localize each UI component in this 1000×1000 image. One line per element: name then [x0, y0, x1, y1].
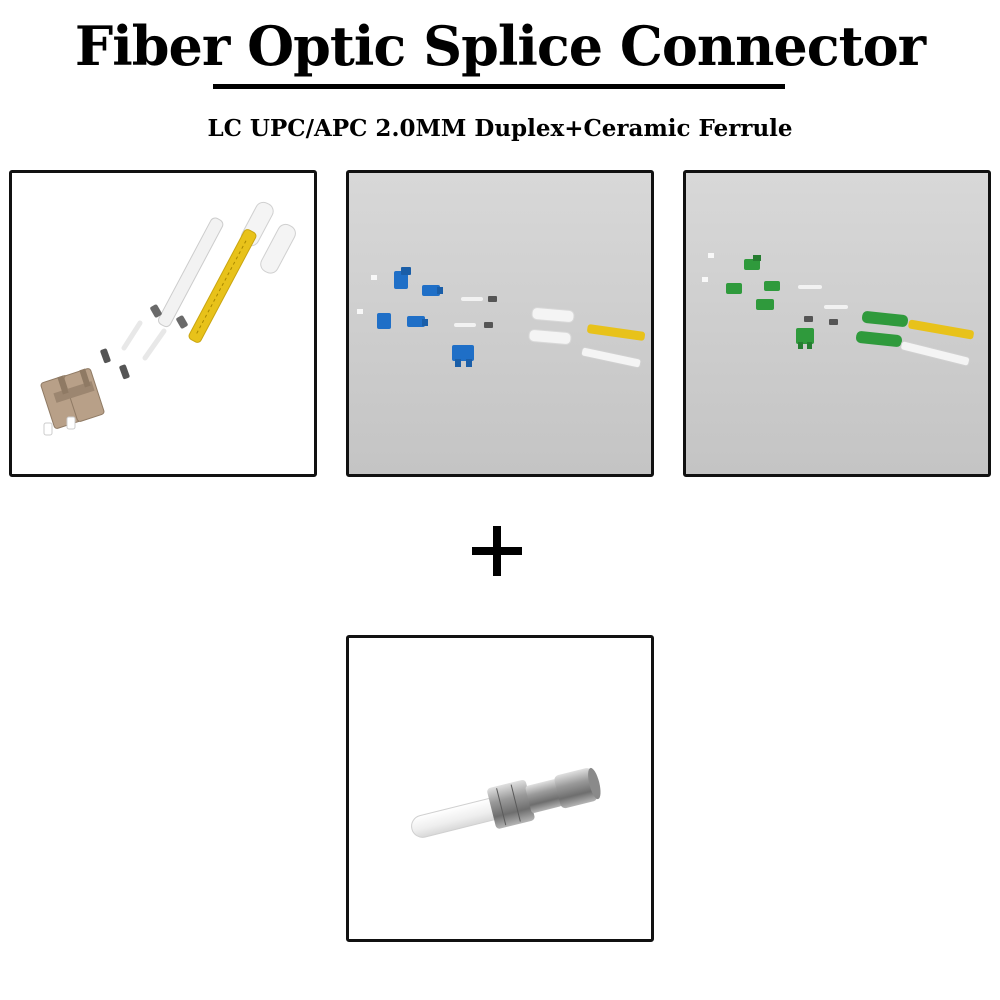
product-image-apc-parts	[683, 170, 991, 477]
blue-latch-2	[377, 313, 391, 329]
page-title: Fiber Optic Splice Connector	[74, 14, 926, 78]
title-underline	[213, 84, 785, 89]
green-boot-2	[855, 331, 903, 347]
crimp-sleeve-2	[176, 315, 188, 329]
duplex-lc-body	[40, 368, 105, 429]
page-subtitle: LC UPC/APC 2.0MM Duplex+Ceramic Ferrule	[207, 115, 793, 142]
apc-parts-illustration	[686, 173, 988, 474]
green-housing-1	[764, 281, 780, 291]
product-image-upc-parts	[346, 170, 654, 477]
white-jacket	[158, 217, 224, 328]
green-duplex-clip	[796, 328, 814, 349]
metal-tail	[554, 768, 598, 809]
green-boot-1	[861, 311, 909, 327]
crimp-sleeve-1	[150, 304, 162, 318]
ceramic-tip	[411, 797, 503, 838]
blue-duplex-clip	[452, 345, 474, 367]
blue-latch-1	[394, 267, 411, 289]
green-latch-2	[726, 283, 742, 294]
yellow-cable	[587, 324, 646, 341]
green-latch-1	[744, 255, 761, 270]
blue-housing-2	[407, 316, 428, 327]
plus-icon	[470, 522, 530, 582]
boot-cap-right	[260, 223, 296, 274]
metal-flange	[487, 779, 535, 829]
upc-parts-illustration	[349, 173, 651, 474]
product-image-duplex-kit	[9, 170, 317, 477]
duplex-kit-illustration	[40, 201, 296, 436]
white-cable	[580, 346, 642, 369]
metal-barrel	[525, 779, 563, 813]
ceramic-ferrule-illustration	[411, 767, 601, 838]
product-image-ceramic-ferrule	[346, 635, 654, 942]
green-housing-2	[756, 299, 774, 310]
blue-housing-1	[422, 285, 443, 296]
